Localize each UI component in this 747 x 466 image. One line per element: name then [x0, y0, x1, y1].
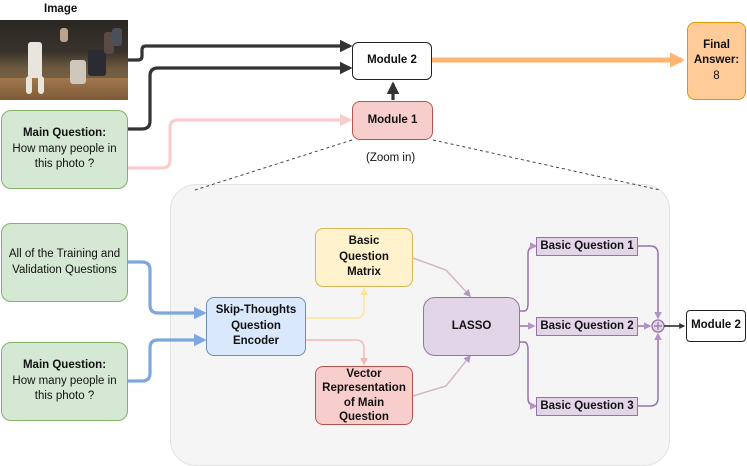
basic-question-3-label: Basic Question 3	[540, 399, 634, 412]
lasso-label: LASSO	[451, 319, 492, 332]
vector-line2: Representation	[322, 382, 406, 395]
vector-line4: Question	[339, 410, 389, 423]
main-question-bottom-line2: this photo ?	[34, 390, 95, 403]
basic-matrix-line1: Basic	[348, 235, 380, 248]
basic-matrix-line2: Question	[339, 250, 389, 263]
basic-question-1-box: Basic Question 1	[536, 237, 638, 256]
module-2-output-box: Module 2	[686, 310, 746, 342]
main-question-top-title: Main Question:	[22, 127, 107, 140]
main-question-bottom-title: Main Question:	[22, 359, 107, 372]
encoder-box: Skip-Thoughts Question Encoder	[206, 297, 306, 356]
module-2-output-label: Module 2	[691, 319, 741, 332]
baseball-photo	[0, 20, 128, 100]
final-answer-value: 8	[713, 69, 720, 82]
module-2-label: Module 2	[367, 54, 417, 67]
module-2-box: Module 2	[352, 42, 432, 80]
training-questions-line1: All of the Training and	[8, 247, 121, 260]
image-label: Image	[44, 3, 78, 15]
vector-line3: of Main	[343, 396, 385, 409]
lasso-box: LASSO	[423, 297, 520, 356]
encoder-line2: Question	[231, 319, 281, 332]
basic-question-2-label: Basic Question 2	[540, 319, 634, 332]
final-answer-line2: Answer:	[693, 54, 740, 67]
basic-question-2-box: Basic Question 2	[536, 317, 638, 336]
encoder-line3: Encoder	[232, 335, 279, 348]
vector-line1: Vector	[346, 367, 382, 380]
basic-question-3-box: Basic Question 3	[536, 397, 638, 416]
main-question-bottom-line1: How many people in	[12, 374, 117, 387]
training-questions-line2: Validation Questions	[12, 263, 117, 276]
basic-matrix-line3: Matrix	[347, 266, 381, 279]
basic-question-1-label: Basic Question 1	[540, 239, 634, 252]
module-1-box: Module 1	[352, 101, 433, 140]
training-questions-box: All of the Training and Validation Quest…	[1, 223, 128, 302]
final-answer-line1: Final	[703, 38, 730, 51]
encoder-line1: Skip-Thoughts	[215, 304, 297, 317]
zoom-in-label: (Zoom in)	[366, 152, 416, 164]
main-question-top-box: Main Question: How many people in this p…	[1, 110, 128, 189]
module-1-label: Module 1	[367, 113, 418, 126]
main-question-bottom-box: Main Question: How many people in this p…	[1, 342, 128, 421]
vector-representation-box: Vector Representation of Main Question	[315, 366, 413, 425]
basic-matrix-box: Basic Question Matrix	[315, 228, 413, 287]
combine-node	[651, 319, 665, 333]
main-question-top-line1: How many people in	[12, 142, 117, 155]
final-answer-box: Final Answer: 8	[687, 22, 746, 100]
main-question-top-line2: this photo ?	[34, 158, 95, 171]
